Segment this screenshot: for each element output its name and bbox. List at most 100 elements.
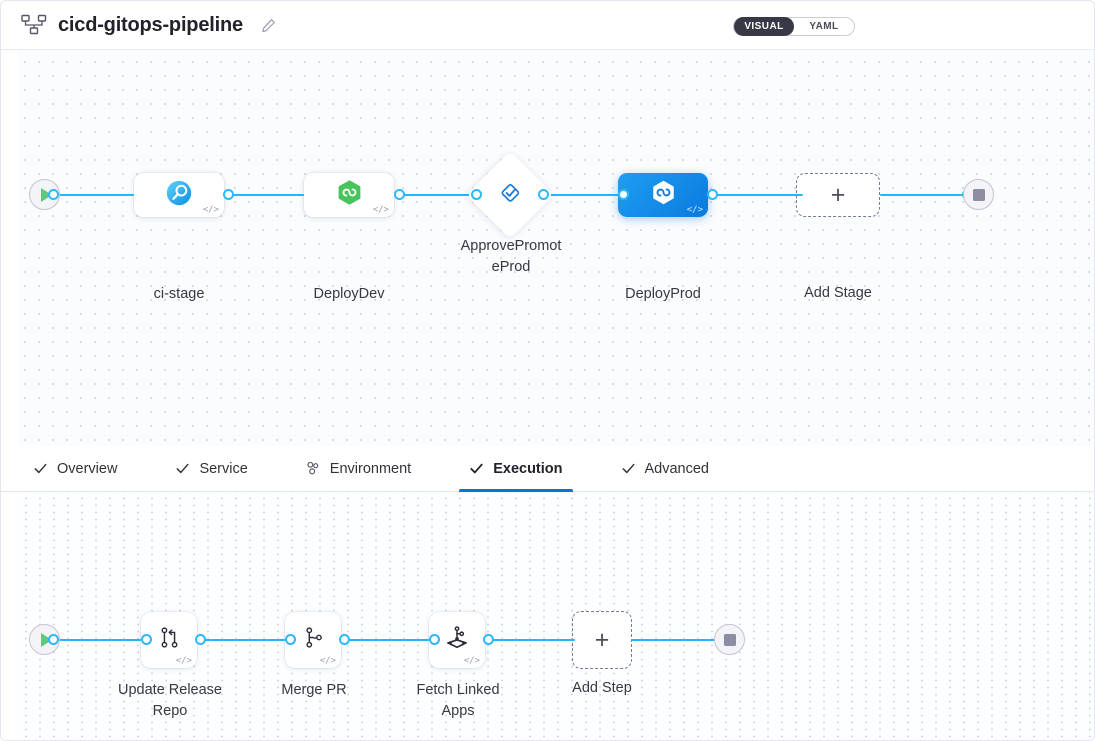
add-step-button[interactable]: + [572,611,632,669]
port-fetch-in[interactable] [429,634,440,645]
step-label-fetch-linked-apps: Fetch Linked Apps [392,680,524,722]
stage-node-deploy-dev[interactable]: </> [304,173,394,217]
code-badge: </> [319,656,336,666]
step-label-line-1: Update Release [118,682,222,698]
port-dev-out[interactable] [394,189,405,200]
approval-diamond-card[interactable] [466,151,554,239]
code-badge: </> [202,205,219,215]
edge-fetch-to-add [489,639,575,641]
pencil-edit-icon[interactable] [261,18,276,33]
stage-label-approve-promote-prod: ApprovePromot eProd [450,236,572,278]
tab-label: Service [199,460,248,477]
cd-hexagon-white-icon [649,178,678,212]
stage-label-deploy-dev: DeployDev [313,286,385,302]
cd-hexagon-green-icon [335,178,364,212]
port-update-in[interactable] [141,634,152,645]
port-start-out[interactable] [48,189,59,200]
check-icon [175,461,190,476]
play-start-icon [40,187,52,202]
code-badge: </> [175,656,192,666]
git-merge-icon [156,624,183,656]
tab-label: Advanced [644,460,710,477]
edge-add-to-end [631,639,727,641]
stage-graph: </> ci-stage </> DeployDev [1,50,1094,446]
header-left-group: cicd-gitops-pipeline [1,14,276,37]
pipeline-end-node[interactable] [963,179,994,210]
code-badge: </> [372,205,389,215]
pipeline-hierarchy-icon [21,14,47,36]
edge-merge-to-fetch [345,639,437,641]
stage-canvas[interactable]: </> ci-stage </> DeployDev [1,50,1094,446]
step-label-line-2: Repo [152,703,188,719]
step-canvas[interactable]: </> Update Release Repo [1,492,1094,740]
git-branch-icon [300,624,327,656]
step-label-merge-pr: Merge PR [248,680,380,701]
step-label-line-1: Fetch Linked [416,682,500,698]
stage-card[interactable]: </> [134,173,224,217]
port-approve-in[interactable] [471,189,482,200]
approval-diamond-icon [497,179,524,211]
tab-service[interactable]: Service [165,446,257,492]
stage-label-line-1: ApprovePromot [460,238,562,254]
port-fetch-out[interactable] [483,634,494,645]
stop-end-icon [723,633,736,646]
edge-ci-to-dev [229,194,321,196]
add-stage-button[interactable]: + [796,173,880,217]
toggle-visual[interactable]: VISUAL [734,17,794,36]
toggle-yaml[interactable]: YAML [809,21,839,32]
plus-icon: + [830,180,846,209]
code-badge: </> [686,205,703,215]
check-icon [469,461,484,476]
tab-overview[interactable]: Overview [23,446,127,492]
edge-start-to-update [53,639,149,641]
step-end-node[interactable] [714,624,745,655]
stage-node-deploy-prod[interactable]: </> [618,173,708,217]
stage-label-deploy-prod: DeployProd [625,286,701,302]
port-merge-out[interactable] [339,634,350,645]
canvas-left-margin [1,50,18,446]
harness-gitops-icon [443,624,471,657]
tab-advanced[interactable]: Advanced [611,446,720,492]
edge-prod-to-add [713,194,803,196]
port-prod-in[interactable] [618,189,629,200]
edge-start-to-ci [53,194,149,196]
check-icon [33,461,48,476]
page-title: cicd-gitops-pipeline [58,13,243,36]
infrastructure-icon [306,461,321,476]
add-stage-label: Add Stage [804,285,872,301]
stage-node-ci-stage[interactable]: </> [134,173,224,217]
port-prod-out[interactable] [707,189,718,200]
check-icon [621,461,636,476]
add-step-label: Add Step [572,680,632,696]
stage-label-ci-stage: ci-stage [153,286,205,302]
stage-card-selected[interactable]: </> [618,173,708,217]
page-header: cicd-gitops-pipeline VISUAL YAML [1,1,1094,50]
stage-card[interactable]: </> [304,173,394,217]
port-merge-in[interactable] [285,634,296,645]
port-ci-out[interactable] [223,189,234,200]
tab-label: Execution [493,460,563,477]
step-label-line-1: Merge PR [281,682,347,698]
edge-approve-to-prod [544,194,624,196]
tab-environment[interactable]: Environment [296,446,421,492]
stop-end-icon [972,188,985,201]
stage-config-tabs: Overview Service Environment Execution [1,446,1094,492]
tab-label: Overview [57,460,118,477]
step-graph: </> Update Release Repo [1,492,1094,740]
step-label-line-2: Apps [441,703,475,719]
view-mode-toggle[interactable]: VISUAL YAML [733,17,855,36]
edge-dev-to-approve [400,194,476,196]
plus-icon: + [594,625,610,654]
code-badge: </> [463,656,480,666]
port-update-out[interactable] [195,634,206,645]
play-start-icon [40,632,52,647]
stage-node-approve-promote-prod[interactable] [466,151,554,239]
port-approve-out[interactable] [538,189,549,200]
port-step-start-out[interactable] [48,634,59,645]
canvas-left-margin [1,492,18,740]
tab-execution[interactable]: Execution [459,446,573,492]
stage-label-line-2: eProd [491,259,531,275]
tab-label: Environment [329,460,412,477]
edge-update-to-merge [201,639,293,641]
